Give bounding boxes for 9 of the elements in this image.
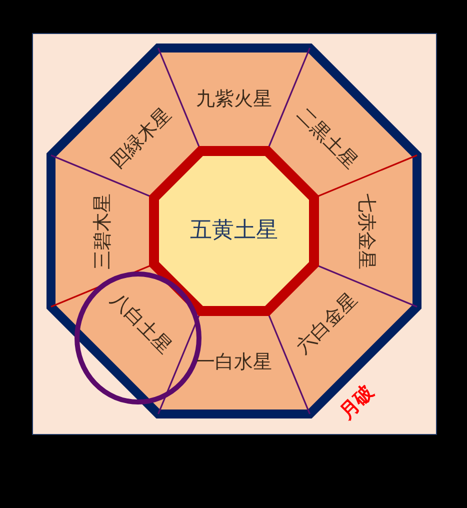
- star-label: 五黄土星: [190, 220, 278, 242]
- star-label: 三碧木星: [93, 193, 112, 269]
- star-label: 七赤金星: [356, 193, 375, 269]
- warning-label: 月破: [336, 382, 378, 422]
- star-label: 八白土星: [107, 290, 175, 358]
- star-label: 二黒土星: [293, 104, 361, 172]
- star-label: 六白金星: [293, 290, 361, 358]
- star-label: 九紫火星: [196, 90, 272, 109]
- star-label: 四緑木星: [107, 104, 175, 172]
